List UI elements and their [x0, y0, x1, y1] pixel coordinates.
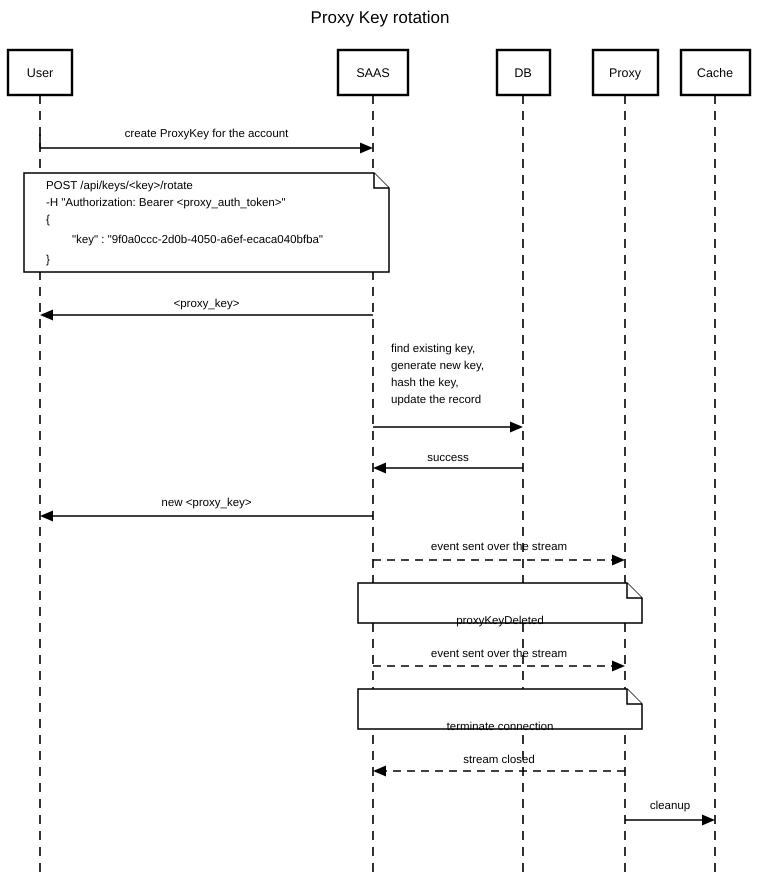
message-label-event-stream-1: event sent over the stream: [431, 541, 567, 553]
message-create-proxykey[interactable]: create ProxyKey for the account: [39, 128, 373, 154]
note-line-proxykeydeleted-note-0: proxyKeyDeleted: [456, 615, 544, 627]
participant-box-user: [6, 48, 74, 97]
message-db-update[interactable]: [373, 421, 523, 433]
participant-label-saas: SAAS: [356, 66, 389, 80]
arrow-head-db-success: [373, 462, 386, 474]
note-terminate-connection-note[interactable]: terminate connection: [357, 688, 643, 733]
note-rotate-request-note[interactable]: POST /api/keys/<key>/rotate -H "Authoriza…: [23, 172, 390, 273]
arrow-head-new-proxy-key: [40, 510, 53, 522]
message-event-stream-1[interactable]: event sent over the stream: [373, 541, 625, 566]
participant-box-proxy: [591, 48, 660, 97]
note-body-rotate-request-note: [23, 172, 390, 273]
arrow-head-cleanup: [702, 814, 715, 826]
page-title: Proxy Key rotation: [311, 8, 450, 27]
arrow-head-db-update: [510, 421, 523, 433]
message-label-create-proxykey: create ProxyKey for the account: [125, 128, 289, 140]
participant-label-user: User: [27, 66, 53, 80]
note-line-terminate-connection-note-0: terminate connection: [447, 721, 554, 733]
message-stream-closed[interactable]: stream closed: [373, 754, 625, 777]
notes-layer: POST /api/keys/<key>/rotate -H "Authoriza…: [23, 172, 643, 733]
participant-label-cache: Cache: [697, 66, 733, 80]
note-fold-rotate-request-note: [373, 173, 389, 189]
activity-note-line-saas-key-rotation-steps-0: find existing key,: [391, 343, 475, 355]
participant-db[interactable]: DB: [495, 48, 552, 97]
participant-proxy[interactable]: Proxy: [591, 48, 660, 97]
message-new-proxy-key[interactable]: new <proxy_key>: [40, 497, 373, 522]
note-body-terminate-connection-note: [357, 688, 643, 730]
participant-box-db: [495, 48, 552, 97]
participant-label-proxy: Proxy: [609, 66, 642, 80]
note-line-rotate-request-note-4: }: [46, 254, 50, 266]
arrow-head-event-stream-1: [612, 554, 625, 566]
participant-box-cache: [679, 48, 752, 97]
message-proxy-key-return[interactable]: <proxy_key>: [40, 298, 373, 321]
activity-note-saas-key-rotation-steps: find existing key, generate new key, hash …: [391, 343, 484, 406]
message-event-stream-2[interactable]: event sent over the stream: [373, 648, 625, 672]
participant-label-db: DB: [514, 66, 531, 80]
note-fold-proxykeydeleted-note: [626, 583, 642, 599]
participant-saas[interactable]: SAAS: [336, 48, 410, 97]
participants-layer: User SAAS DB Proxy Cache: [6, 48, 752, 97]
arrow-head-create-proxykey: [360, 142, 373, 154]
activity-notes-layer: find existing key, generate new key, hash …: [391, 343, 484, 406]
note-line-rotate-request-note-0: POST /api/keys/<key>/rotate: [46, 180, 193, 192]
participant-user[interactable]: User: [6, 48, 74, 97]
arrow-head-stream-closed: [373, 765, 386, 777]
note-fold-terminate-connection-note: [626, 689, 642, 705]
message-label-cleanup: cleanup: [650, 800, 690, 812]
message-label-proxy-key-return: <proxy_key>: [174, 298, 240, 310]
message-cleanup[interactable]: cleanup: [625, 800, 715, 826]
message-label-db-success: success: [427, 452, 469, 464]
arrow-head-proxy-key-return: [40, 309, 53, 321]
message-label-event-stream-2: event sent over the stream: [431, 648, 567, 660]
activity-note-line-saas-key-rotation-steps-3: update the record: [391, 394, 481, 406]
activity-note-line-saas-key-rotation-steps-2: hash the key,: [391, 377, 459, 389]
note-proxykeydeleted-note[interactable]: proxyKeyDeleted: [357, 582, 643, 627]
message-db-success[interactable]: success: [373, 452, 523, 474]
note-line-rotate-request-note-2: {: [46, 214, 50, 226]
message-label-new-proxy-key: new <proxy_key>: [161, 497, 251, 509]
participant-box-saas: [336, 48, 410, 97]
note-line-rotate-request-note-1: -H "Authorization: Bearer <proxy_auth_to…: [46, 197, 286, 209]
activity-note-line-saas-key-rotation-steps-1: generate new key,: [391, 360, 484, 372]
arrow-head-event-stream-2: [612, 660, 625, 672]
message-label-stream-closed: stream closed: [463, 754, 535, 766]
note-line-rotate-request-note-3: "key" : "9f0a0ccc-2d0b-4050-a6ef-ecaca04…: [72, 234, 323, 246]
messages-layer: create ProxyKey for the account <proxy_ke…: [39, 128, 715, 826]
participant-cache[interactable]: Cache: [679, 48, 752, 97]
note-body-proxykeydeleted-note: [357, 582, 643, 624]
